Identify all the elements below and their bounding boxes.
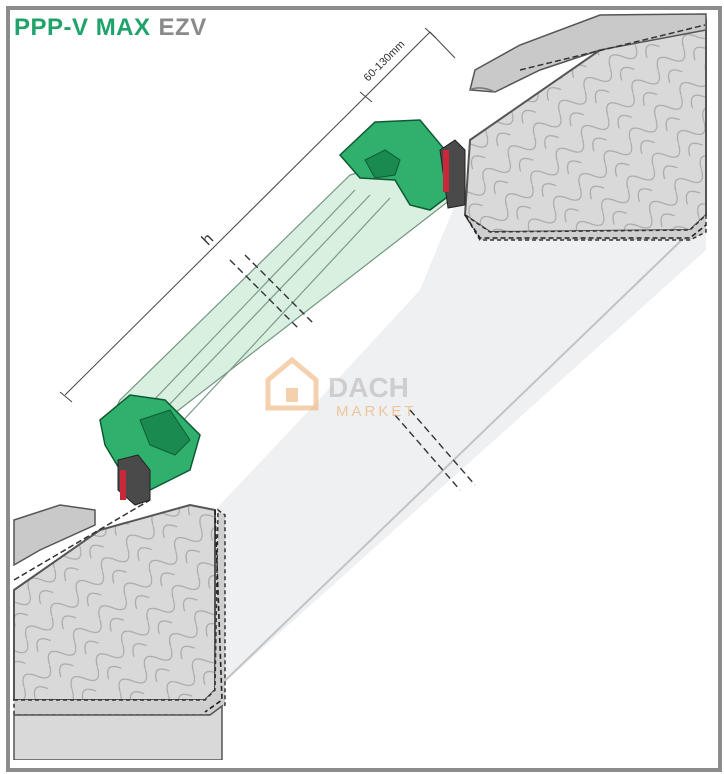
roof-covering-upper bbox=[469, 13, 707, 93]
seal-bottom bbox=[120, 470, 126, 500]
watermark-logo bbox=[265, 356, 319, 411]
insulation-upper bbox=[463, 18, 707, 241]
diagram-title: PPP-V MAX EZV bbox=[14, 14, 207, 42]
product-variant: EZV bbox=[158, 14, 207, 41]
interior-lining bbox=[170, 205, 706, 700]
lining-edge bbox=[204, 231, 691, 701]
seal-top bbox=[443, 150, 449, 192]
membrane-lower bbox=[204, 509, 223, 713]
insulation-lower bbox=[13, 503, 226, 760]
dimension-h bbox=[59, 91, 373, 403]
dimension-frame-depth bbox=[364, 27, 456, 98]
product-name: PPP-V MAX bbox=[14, 14, 151, 41]
window-frame-top bbox=[338, 119, 466, 211]
watermark-line1: DACH bbox=[328, 372, 409, 403]
window-frame-bottom bbox=[99, 394, 201, 506]
break-lines bbox=[229, 254, 476, 491]
membrane-upper bbox=[464, 214, 707, 239]
roof-covering-lower bbox=[13, 499, 151, 581]
watermark-line2: MARKET bbox=[336, 403, 417, 420]
